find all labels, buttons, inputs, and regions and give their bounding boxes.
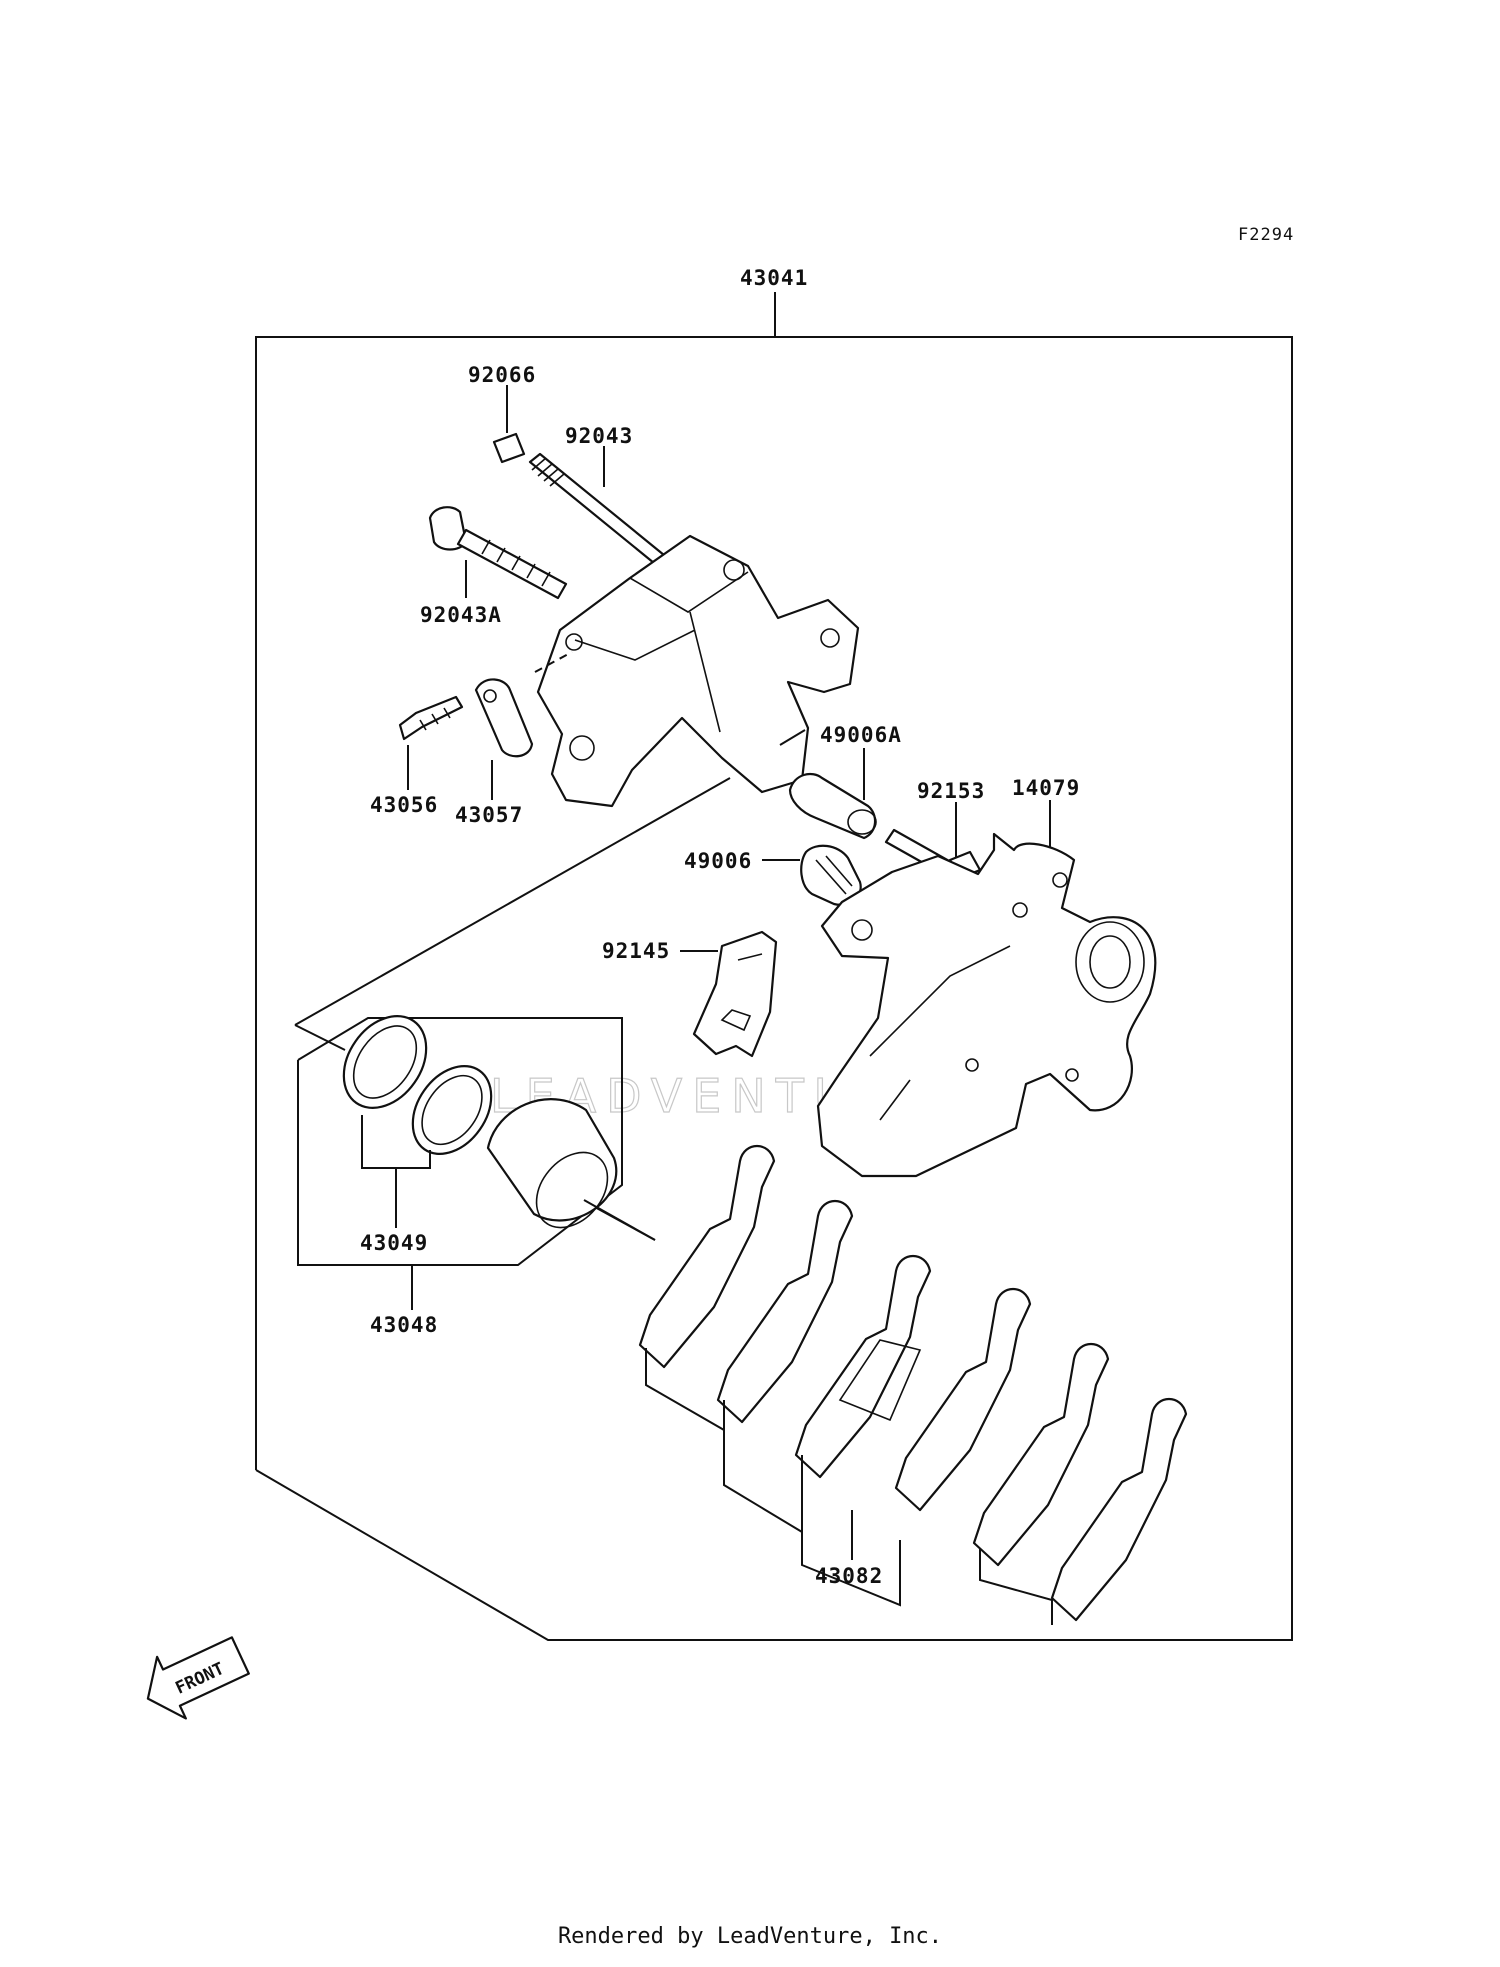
front-arrow-icon: FRONT — [146, 1636, 250, 1720]
callout-92066[interactable]: 92066 — [468, 363, 536, 387]
seal-parts[interactable] — [327, 1000, 508, 1228]
callout-92043[interactable]: 92043 — [565, 424, 633, 448]
callout-92145[interactable]: 92145 — [602, 939, 670, 963]
clip-part[interactable] — [474, 678, 534, 800]
callout-43048[interactable]: 43048 — [370, 1313, 438, 1337]
callout-92043A[interactable]: 92043A — [420, 603, 502, 627]
piston-kit-group — [297, 1017, 623, 1310]
boot-part[interactable] — [762, 844, 862, 906]
bolt-part[interactable] — [428, 506, 568, 600]
callout-43082[interactable]: 43082 — [815, 1564, 883, 1588]
callout-92153[interactable]: 92153 — [917, 779, 985, 803]
spring-part[interactable] — [680, 930, 778, 1058]
callout-43041[interactable]: 43041 — [740, 266, 808, 290]
bleeder-part[interactable] — [398, 695, 464, 790]
figure-code: F2294 — [1238, 225, 1294, 245]
callout-49006A[interactable]: 49006A — [820, 723, 902, 747]
cap-part[interactable] — [492, 385, 526, 464]
callout-43049[interactable]: 43049 — [360, 1231, 428, 1255]
callout-49006[interactable]: 49006 — [684, 849, 752, 873]
callout-43057[interactable]: 43057 — [455, 803, 523, 827]
caliper-body[interactable] — [534, 534, 860, 808]
bracket-part[interactable] — [816, 800, 1157, 1178]
slide-pin-part[interactable] — [528, 446, 677, 574]
boot-a-part[interactable] — [788, 748, 877, 840]
piston-part[interactable] — [486, 1098, 656, 1241]
assembly-frame — [255, 292, 1293, 1641]
brake-pads[interactable] — [638, 1145, 1188, 1625]
callout-43056[interactable]: 43056 — [370, 793, 438, 817]
callout-14079[interactable]: 14079 — [1012, 776, 1080, 800]
render-credit: Rendered by LeadVenture, Inc. — [557, 1924, 943, 1949]
